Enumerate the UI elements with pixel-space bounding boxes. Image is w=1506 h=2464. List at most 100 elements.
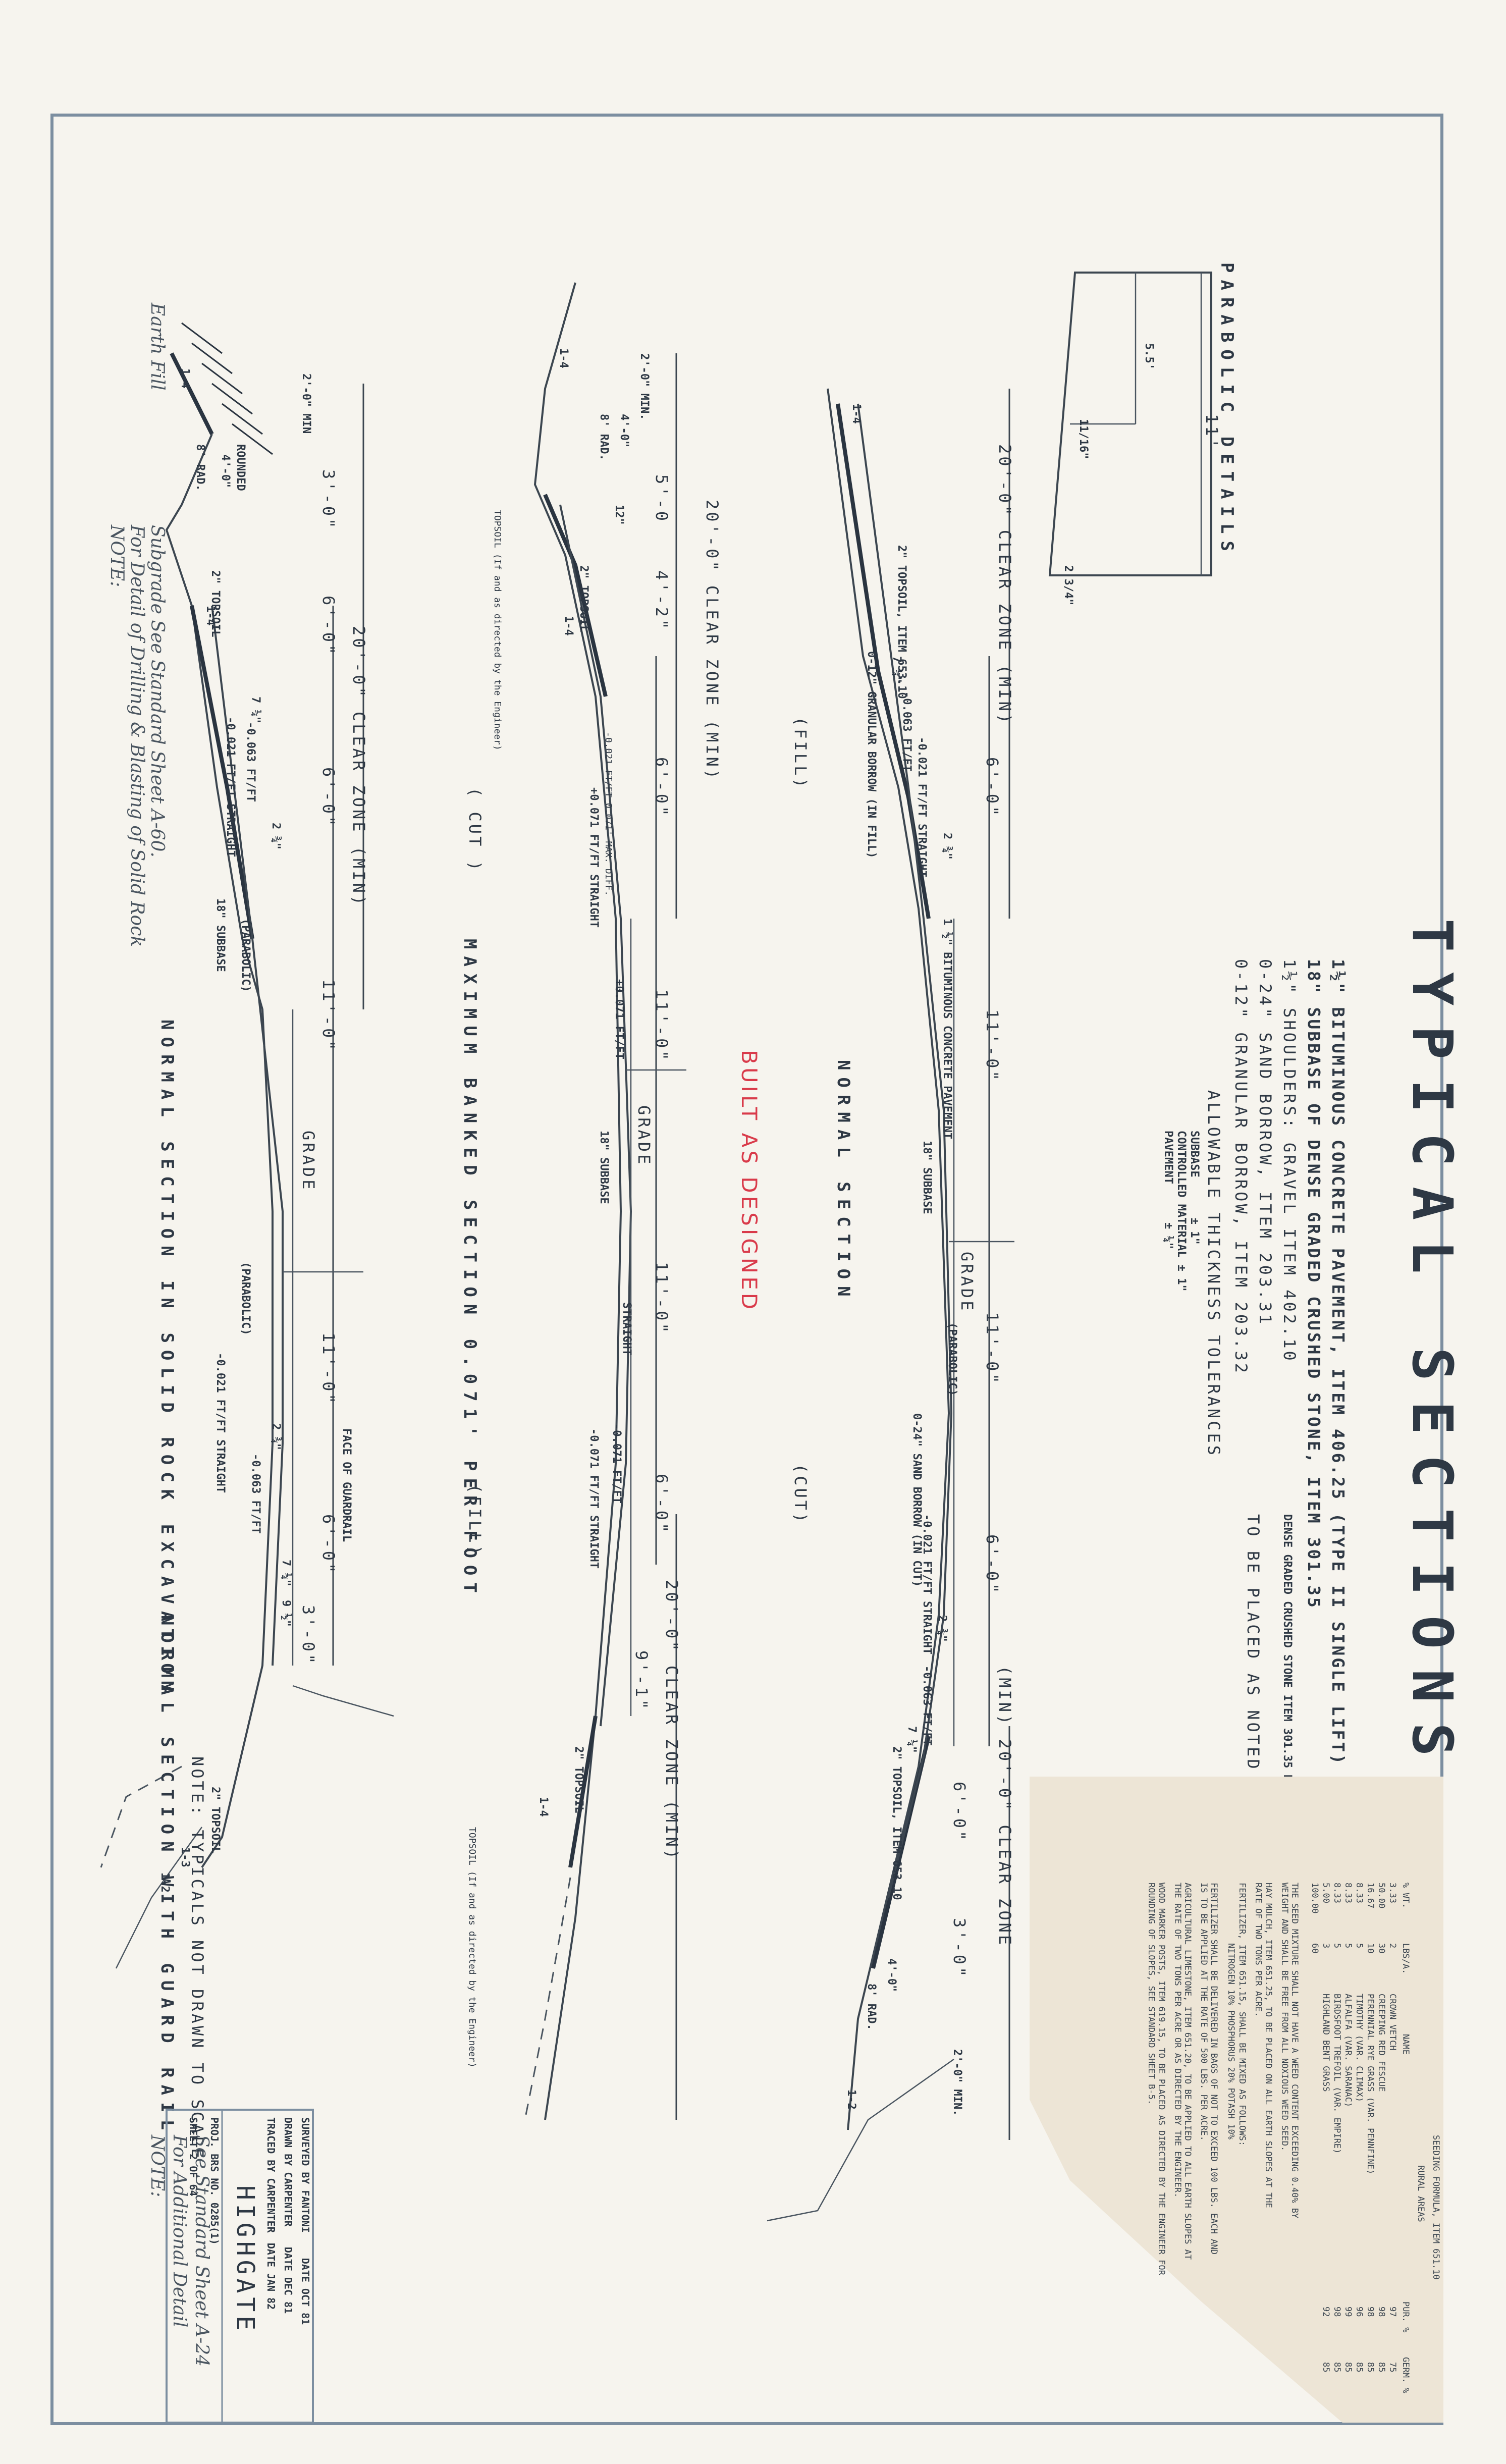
seeding-note: FERTILIZER SHALL BE DELIVERED IN BAGS OF… xyxy=(1209,1883,1219,2255)
banked-dim-9-1: 9'-1" xyxy=(632,1650,651,1711)
seeding-note: FERTILIZER, ITEM 651.15, SHALL BE MIXED … xyxy=(1237,1883,1247,2146)
rock-slope-2: 1-4 xyxy=(204,606,217,626)
earth-fill-label: Earth Fill xyxy=(147,302,168,391)
normal-label-grade: GRADE xyxy=(957,1252,977,1313)
banked-dim-11b: 11'-0" xyxy=(652,1262,671,1335)
rock-title: NORMAL SECTION IN SOLID ROCK EXCAVATION xyxy=(157,1020,177,1698)
seeding-h-pur: PUR. % xyxy=(1401,2301,1411,2332)
rock-topsoil-left xyxy=(190,605,254,939)
title-block-frame xyxy=(166,2109,314,2424)
drawing-sheet-border xyxy=(50,114,1443,2425)
normal-clear-zone-right: (MIN) 20'-0" CLEAR ZONE xyxy=(995,1666,1014,1947)
normal-left-tag: (FILL) xyxy=(791,717,810,790)
seeding-note: HAY MULCH, ITEM 651.25, TO BE PLACED ON … xyxy=(1263,1883,1273,2208)
banked-label-021: -0.021 FT/FT 0.071' MAX. DIFF. xyxy=(603,732,614,896)
normal-title: NORMAL SECTION xyxy=(833,1060,853,1304)
seeding-note: RATE OF TWO TONS PER ACRE. xyxy=(1253,1883,1263,2017)
title-block-rotated: TYPICAL SECTIONS xyxy=(1400,919,1465,1777)
normal-dim-8rad: 8' RAD. xyxy=(865,1984,878,2030)
banked-label-071-straight-right: -0.071 FT/FT STRAIGHT xyxy=(587,1428,600,1569)
rock-dim-8rad: 8' RAD. xyxy=(194,444,206,491)
guardrail-slope-2: 1-2 xyxy=(158,1872,171,1893)
rock-label-021-left: -0.021 FT/FT STRAIGHT xyxy=(224,717,237,857)
tb-traced: TRACED BYCARPENTERDATE JAN 82 xyxy=(265,2117,277,2310)
rock-dim-6b: 6'-0" xyxy=(319,767,338,828)
banked-dim-8rad: 8' RAD. xyxy=(598,414,610,461)
banked-right-tag: (FILL) xyxy=(465,1484,485,1558)
rock-clear-zone-left: 20'-0" CLEAR ZONE (MIN) xyxy=(349,626,368,907)
parabolic-label-full: 11' xyxy=(1202,414,1221,451)
seeding-row: 16.6710PERENNIAL RYE GRASS (VAR. PENNFIN… xyxy=(1365,1883,1375,2372)
seeding-h-germ: GERM. % xyxy=(1401,2357,1411,2393)
tolerance-heading: ALLOWABLE THICKNESS TOLERANCES xyxy=(1204,1090,1223,1458)
rock-dim-6a: 6'-0" xyxy=(319,596,338,657)
rock-subbase-line xyxy=(211,605,284,1666)
normal-dim-3: 3'-0" xyxy=(950,1918,969,1979)
normal-dim-2min: 2'-0" MIN. xyxy=(951,2049,963,2116)
normal-label-parabolic: (PARABOLIC) xyxy=(946,1322,958,1396)
rock-dim-4: 4'-0" xyxy=(219,454,232,488)
tolerance-row-2: CONTROLLED MATERIAL± 1" xyxy=(1175,1131,1188,1292)
normal-dim-4: 4'-0" xyxy=(885,1958,898,1992)
normal-surface-line xyxy=(827,388,950,2130)
rock-slope-1: 1-4 xyxy=(179,368,191,389)
tb-town: HIGHGATE xyxy=(231,2185,259,2334)
normal-label-7q-right: 7 ¼" xyxy=(905,1726,918,1753)
seeding-subtitle: RURAL AREAS xyxy=(1416,2165,1426,2222)
seeding-title: SEEDING FORMULA, ITEM 651.10 xyxy=(1431,2135,1441,2280)
built-as-designed-stamp: BUILT AS DESIGNED xyxy=(737,1050,762,1312)
rock-label-063-left: -0.063 FT/FT xyxy=(244,722,257,802)
seeding-note: AGRICULTURAL LIMESTONE, ITEM 651.20, TO … xyxy=(1182,1883,1193,2260)
parabolic-label-half: 5.5' xyxy=(1143,343,1155,370)
normal-label-topsoil-right: 2" TOPSOIL, ITEM 653.10 xyxy=(890,1746,903,1900)
rock-dim-11b: 11'-0" xyxy=(319,1332,338,1406)
normal-slope-right: 1-2 xyxy=(845,2090,857,2110)
banked-left-tag: ( CUT ) xyxy=(465,787,485,873)
section-rock-guardrail: 20'-0" CLEAR ZONE (MIN) NORMAL SECTION I… xyxy=(100,302,394,2137)
banked-topsoil-note-left: TOPSOIL (If and as directed by the Engin… xyxy=(492,510,503,751)
seeding-row: 8.335TIMOTHY (VAR. CLIMAX)9685 xyxy=(1354,1883,1364,2372)
seeding-row: 50.0030CREEPING RED FESCUE9885 xyxy=(1376,1883,1386,2372)
normal-ditch xyxy=(767,2058,954,2222)
banked-surface-line xyxy=(533,282,622,2120)
seeding-row-total: 100.0060 xyxy=(1310,1883,1320,1953)
normal-label-021-left: -0.021 FT/FT STRAIGHT xyxy=(916,737,928,877)
guardrail-face-label: FACE OF GUARDRAIL xyxy=(340,1428,353,1542)
rock-dim-6c: 6'-0" xyxy=(319,1514,338,1575)
banked-dim-4-2: 4'-2" xyxy=(652,570,671,631)
spec-line-4: 0-24" SAND BORROW, ITEM 203.31 xyxy=(1256,959,1275,1326)
guardrail-topsoil-label: 2" TOPSOIL xyxy=(209,1787,222,1853)
svg-text:NOTE:: NOTE: xyxy=(106,524,127,587)
seeding-row: 3.332CROWN VETCH9775 xyxy=(1387,1883,1397,2372)
normal-dim-6b: 6'-0" xyxy=(983,1534,1002,1595)
banked-dim-2min: 2'-0" MIN. xyxy=(638,353,651,420)
normal-label-021-right: -0.021 FT/FT STRAIGHT xyxy=(921,1514,933,1654)
normal-dim-6a: 6'-0" xyxy=(983,757,1002,818)
seeding-row: 8.335BIRDSFOOT TREFOIL (VAR. EMPIRE)9885 xyxy=(1332,1883,1342,2372)
parabolic-label-edge: 2 3/4" xyxy=(1062,565,1074,605)
svg-text:For Additional Detail: For Additional Detail xyxy=(169,2134,190,2327)
seeding-note: THE SEED MIXTURE SHALL NOT HAVE A WEED C… xyxy=(1289,1883,1300,2218)
section-normal: 20'-0" CLEAR ZONE (MIN) (MIN) 20'-0" CLE… xyxy=(767,388,1014,2222)
normal-label-topsoil-left: 2" TOPSOIL, ITEM 653.10 xyxy=(895,545,908,699)
normal-label-063-left: -0.063 FT/FT xyxy=(900,691,913,772)
seeding-note: WOOD MARKER POSTS, ITEM 619.15, TO BE PL… xyxy=(1156,1883,1166,2276)
rock-label-2t-right: 2 ¾" xyxy=(270,1423,282,1450)
normal-subbase-line xyxy=(857,403,953,1898)
svg-text:See Standard Sheet A-24: See Standard Sheet A-24 xyxy=(191,2135,212,2367)
normal-label-sand: 0-24" SAND BORROW (IN CUT) xyxy=(910,1413,923,1587)
svg-text:NOTE:: NOTE: xyxy=(147,2134,168,2197)
seeding-row: 8.335ALFALFA (VAR. SARANAC)9985 xyxy=(1343,1883,1353,2372)
rock-surface-line xyxy=(165,434,274,1868)
seeding-row: 5.003HIGHLAND BENT GRASS9285 xyxy=(1321,1883,1331,2372)
seeding-h-wt: % WT. xyxy=(1401,1883,1411,1908)
normal-label-063-right: -0.063 FT/FT xyxy=(921,1666,933,1746)
title-block: SURVEYED BYFANTONIDATE OCT 81 DRAWN BYCA… xyxy=(166,2109,314,2424)
rock-face-line xyxy=(170,352,214,435)
rock-label-parabolic-right: (PARABOLIC) xyxy=(239,1262,252,1335)
rock-note: NOTE: For Detail of Drilling & Blasting … xyxy=(106,524,168,947)
banked-title: MAXIMUM BANKED SECTION 0.071' PER FOOT xyxy=(460,939,480,1600)
rock-label-subbase: 18" SUBBASE xyxy=(214,898,227,972)
banked-slope-1: 1-4 xyxy=(557,348,570,368)
